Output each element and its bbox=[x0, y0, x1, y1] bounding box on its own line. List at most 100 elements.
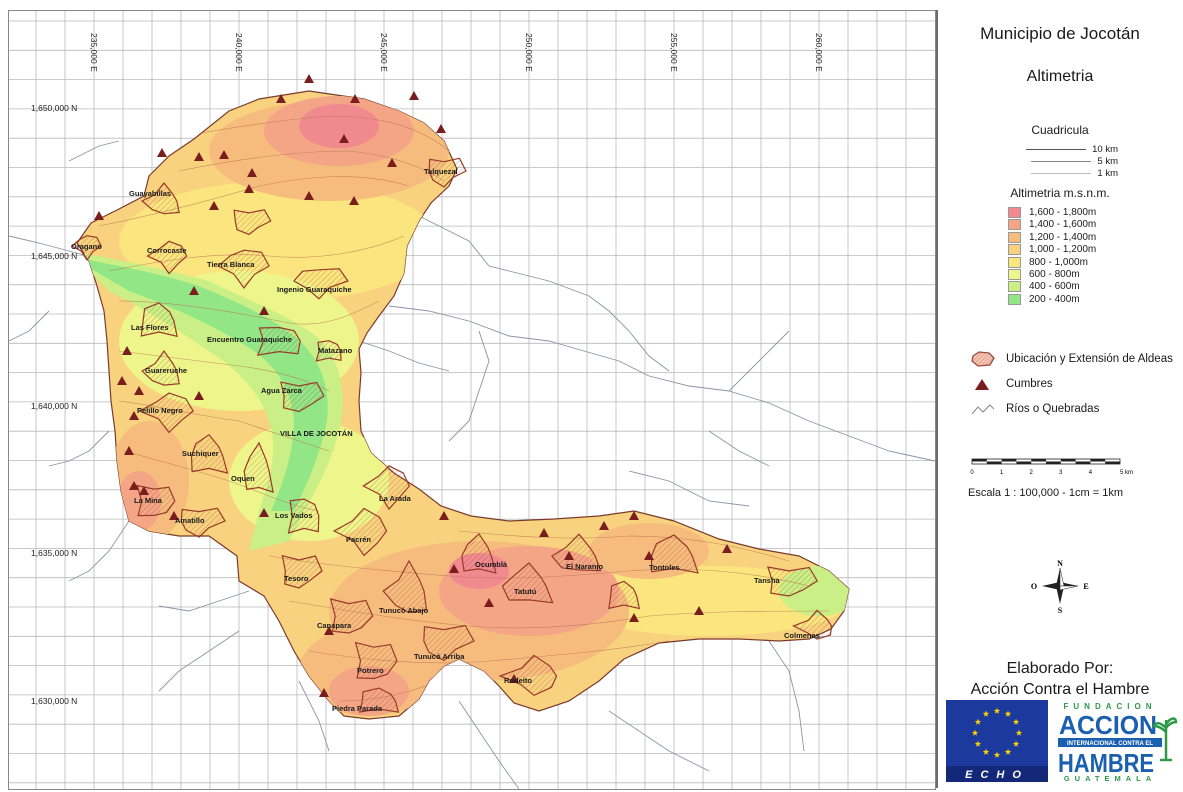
river-line bbox=[68, 140, 120, 162]
y-coord-label: 1,645,000 N bbox=[31, 251, 77, 261]
internacional-text: INTERNACIONAL CONTRA EL bbox=[1067, 741, 1153, 747]
contour-line bbox=[118, 350, 330, 392]
peak-triangle bbox=[134, 386, 144, 395]
place-label: El Naranjo bbox=[566, 562, 604, 571]
place-label: Ocumblá bbox=[475, 560, 508, 569]
y-coord-label: 1,650,000 N bbox=[31, 103, 77, 113]
peak-triangle bbox=[219, 150, 229, 159]
peak-triangle bbox=[94, 211, 104, 220]
altimetry-label: 1,200 - 1,400m bbox=[1029, 231, 1097, 243]
eu-star bbox=[982, 748, 990, 755]
village-area bbox=[140, 302, 178, 338]
scale-tick: 5 km bbox=[1120, 470, 1133, 476]
peak-triangle bbox=[194, 391, 204, 400]
x-coord-label: 255,000 E bbox=[669, 33, 679, 72]
eu-star bbox=[974, 718, 982, 725]
river-line bbox=[628, 470, 750, 507]
scale-segment bbox=[1075, 461, 1091, 464]
eu-star bbox=[971, 729, 979, 736]
x-coord-label: 235,000 E bbox=[89, 33, 99, 72]
credit-line-2: Acción Contra el Hambre bbox=[970, 681, 1150, 698]
credit-line-1: Elaborado Por: bbox=[1006, 660, 1114, 677]
y-coord-label: 1,640,000 N bbox=[31, 401, 77, 411]
river-line bbox=[9, 310, 50, 342]
peak-triangle bbox=[439, 511, 449, 520]
peak-triangle bbox=[319, 688, 329, 697]
place-label: Tunucó Abajo bbox=[379, 606, 429, 615]
village-area bbox=[180, 507, 226, 538]
altimetry-legend-title: Altimetria m.s.n.m. bbox=[1010, 186, 1110, 200]
place-label: Pacrén bbox=[346, 535, 371, 544]
altimetry-item: 400 - 600m bbox=[1008, 281, 1080, 293]
place-label: Oragano bbox=[71, 242, 102, 251]
compass-rose: N O E S bbox=[1031, 559, 1089, 614]
place-label: Tansha bbox=[754, 576, 781, 585]
village-area bbox=[608, 580, 641, 610]
river-line bbox=[708, 430, 770, 467]
accion-contra-el-hambre-logo: FUNDACION ACCION INTERNACIONAL CONTRA EL… bbox=[1052, 700, 1178, 782]
relief-red-peak bbox=[299, 104, 379, 148]
place-label: Rodeito bbox=[504, 676, 532, 685]
altimetry-item: 800 - 1,000m bbox=[1008, 256, 1088, 268]
peak-triangle bbox=[304, 191, 314, 200]
place-label: Canapara bbox=[317, 621, 352, 630]
scale-tick: 3 bbox=[1059, 470, 1063, 476]
altimetry-swatch bbox=[1008, 244, 1021, 256]
river-line bbox=[728, 330, 790, 392]
contour-line bbox=[158, 115, 450, 152]
scale-segment bbox=[1105, 461, 1120, 464]
relief-yellow-north bbox=[119, 181, 439, 301]
place-label: Encuentro Guaraquiche bbox=[207, 335, 292, 344]
village-area bbox=[329, 598, 374, 634]
eu-star bbox=[993, 751, 1001, 758]
eu-star bbox=[1012, 740, 1020, 747]
peak-triangle bbox=[117, 376, 127, 385]
village-area bbox=[354, 641, 398, 680]
village-area bbox=[382, 559, 428, 614]
village-area bbox=[501, 562, 554, 604]
altimetry-swatch bbox=[1008, 219, 1021, 231]
compass-s: S bbox=[1058, 606, 1063, 614]
peak-triangle bbox=[350, 94, 360, 103]
peak-triangle bbox=[599, 521, 609, 530]
peak-triangle-icon bbox=[975, 379, 989, 390]
place-label: Potrero bbox=[357, 666, 384, 675]
village-area bbox=[146, 240, 188, 275]
grid-item-1km: 1 km bbox=[1008, 167, 1118, 179]
legend-villages: Ubicación y Extensión de Aldeas bbox=[970, 348, 1173, 370]
peak-triangle bbox=[157, 148, 167, 157]
peaks bbox=[94, 74, 732, 697]
peak-triangle bbox=[304, 74, 314, 83]
altimetry-swatch bbox=[1008, 207, 1021, 218]
village-area bbox=[498, 654, 558, 697]
village-area bbox=[362, 465, 411, 511]
peak-triangle bbox=[449, 564, 459, 573]
village-area bbox=[243, 441, 274, 493]
scale-segment bbox=[972, 459, 987, 462]
river-line bbox=[358, 340, 450, 372]
legend-rivers: Ríos o Quebradas bbox=[970, 398, 1099, 420]
legend-panel: Municipio de Jocotán Altimetria Cuadricu… bbox=[936, 10, 1180, 788]
peak-triangle bbox=[564, 551, 574, 560]
village-area bbox=[256, 326, 301, 356]
accion-text: ACCION bbox=[1059, 710, 1157, 740]
river-line bbox=[388, 305, 730, 392]
y-coord-label: 1,635,000 N bbox=[31, 548, 77, 558]
contour-line bbox=[178, 150, 445, 182]
peak-triangle bbox=[209, 201, 219, 210]
village-area bbox=[358, 687, 400, 713]
eu-star bbox=[1004, 710, 1012, 717]
x-coord-label: 240,000 E bbox=[234, 33, 244, 72]
peak-triangle bbox=[259, 306, 269, 315]
eu-star bbox=[993, 707, 1001, 714]
eu-star bbox=[1015, 729, 1023, 736]
altimetry-swatch bbox=[1008, 256, 1021, 268]
peak-triangle bbox=[324, 626, 334, 635]
river-line bbox=[448, 330, 490, 442]
place-label: Tesoro bbox=[284, 574, 309, 583]
place-label: Suchiquer bbox=[182, 449, 219, 458]
contour-line bbox=[118, 300, 380, 325]
echo-eu-logo: ECHO bbox=[946, 700, 1048, 782]
